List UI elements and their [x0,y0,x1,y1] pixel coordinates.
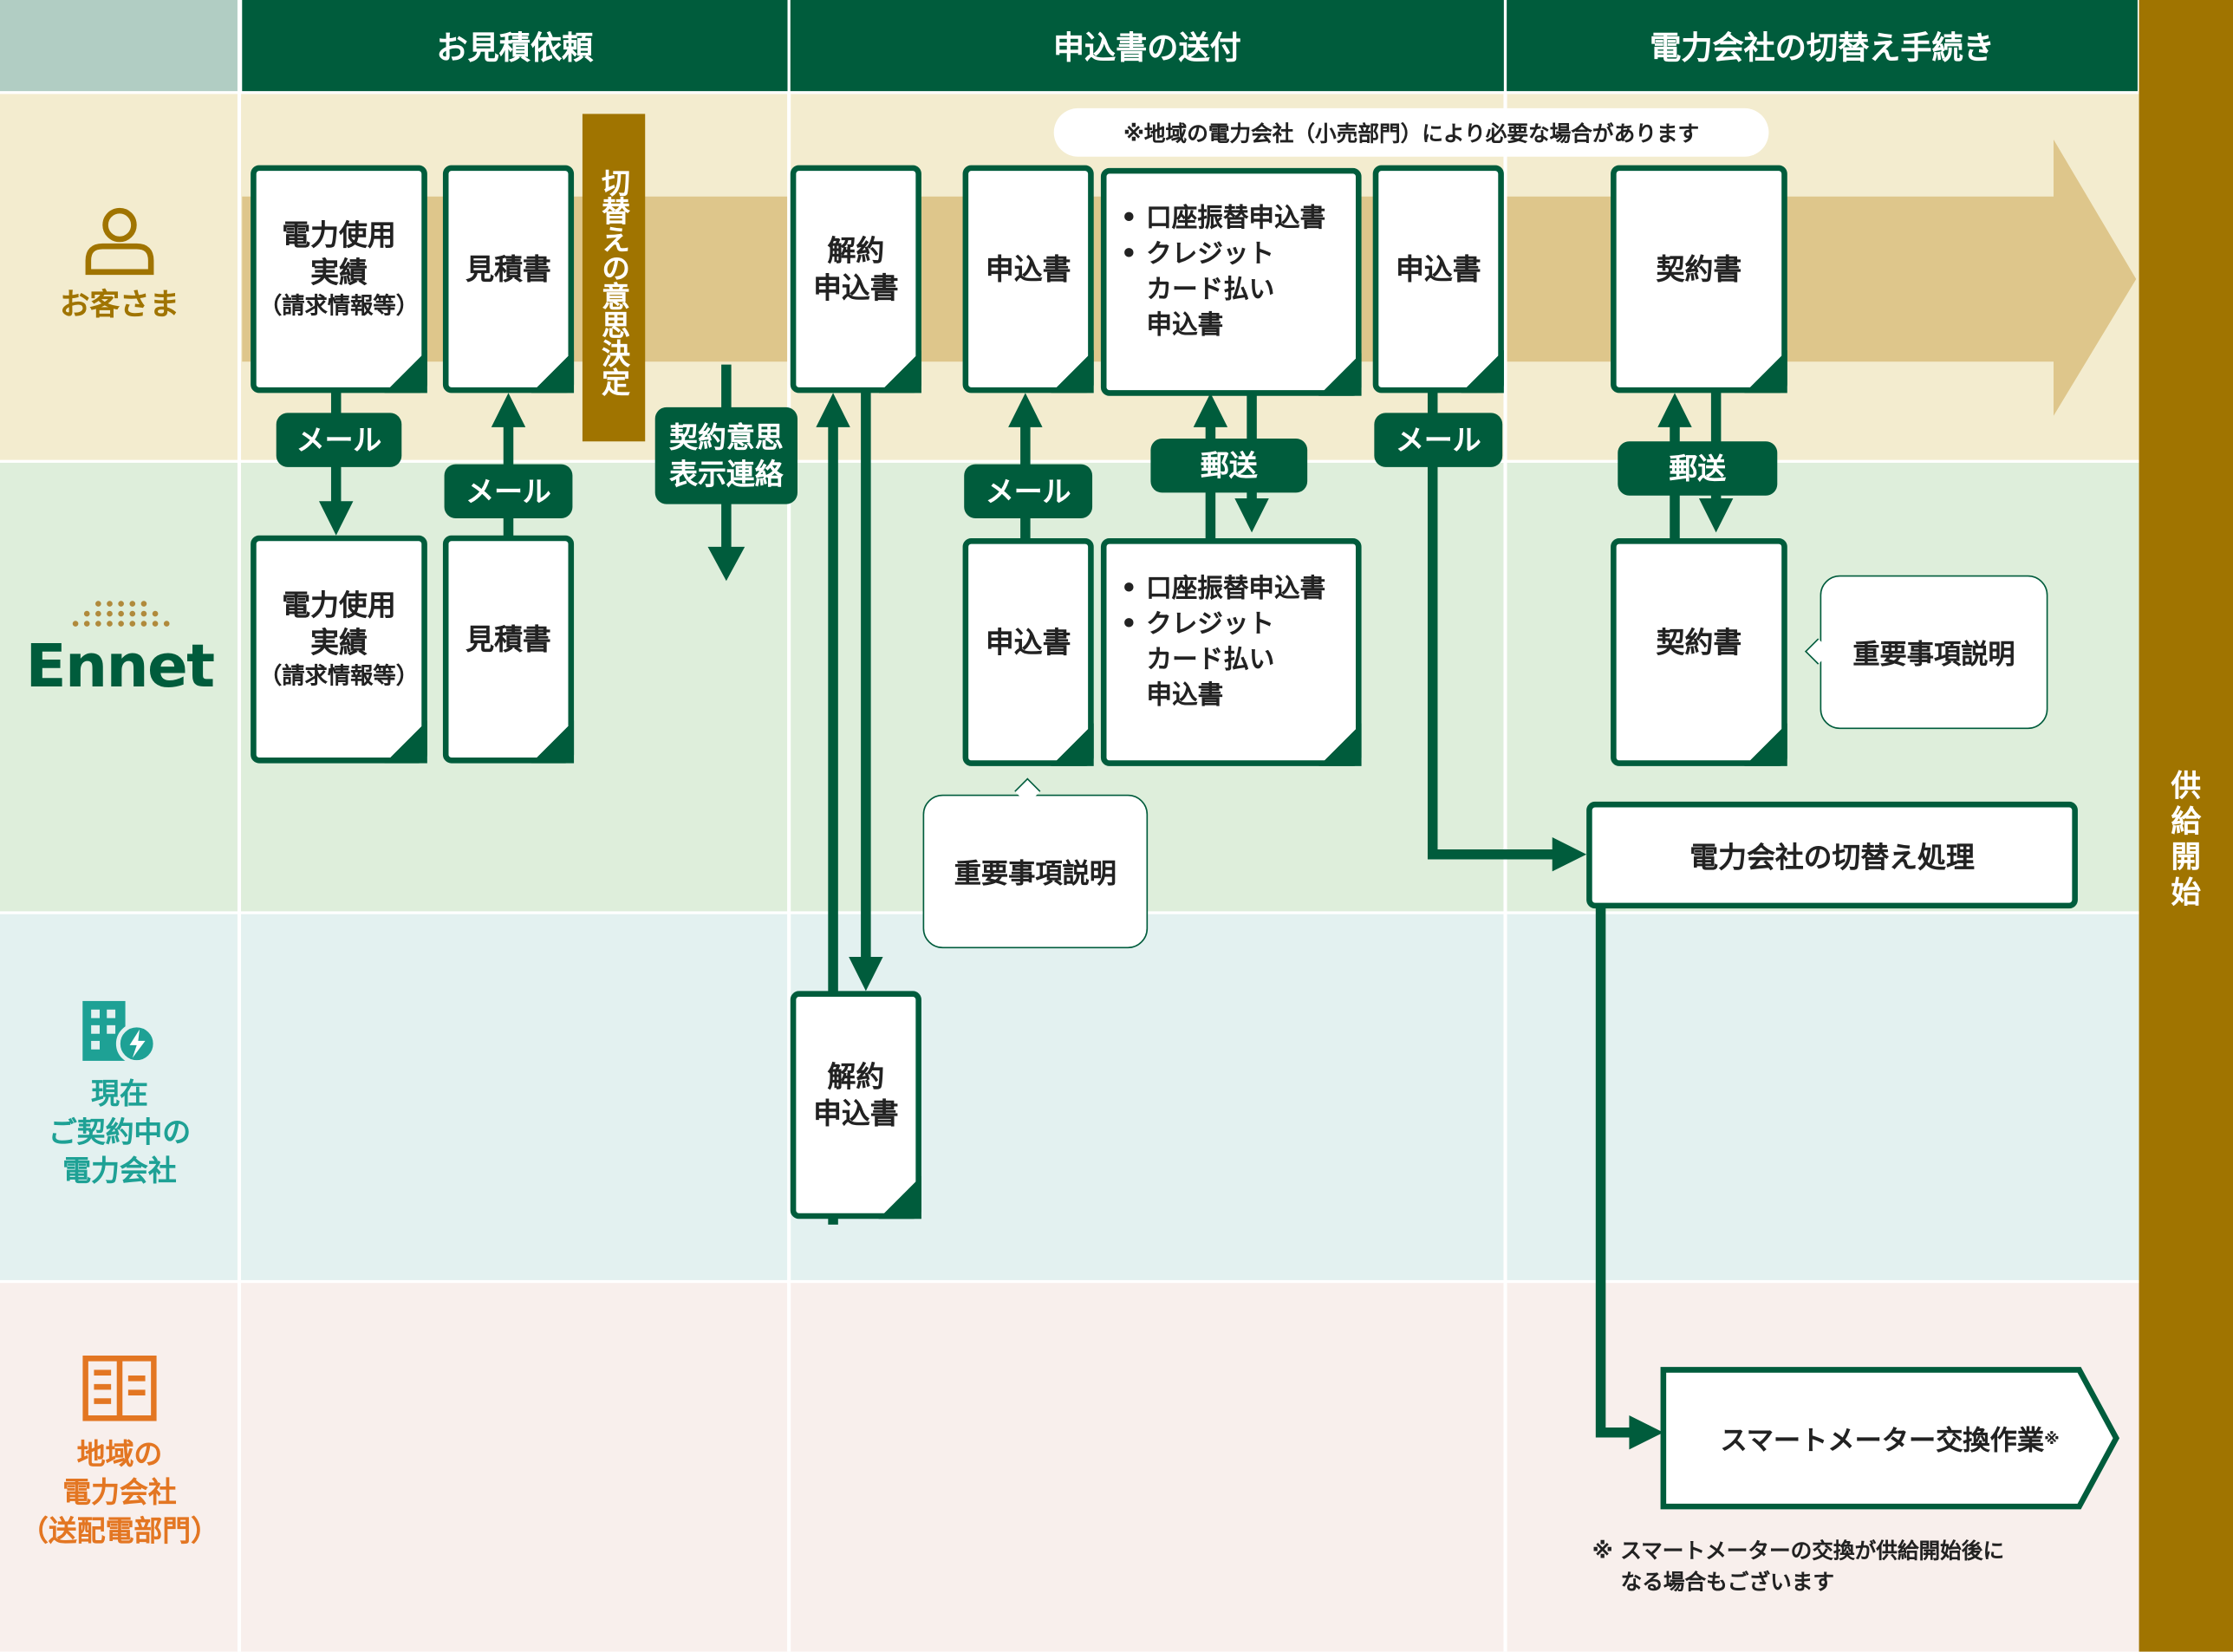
mail-label-1: メール [276,413,402,467]
post-label-2: 郵送 [1618,441,1778,496]
cancel-application-doc-customer: 解約申込書 [790,165,921,393]
cancel-application-doc-current: 解約申込書 [790,991,921,1219]
supply-start-bar [2139,0,2233,1652]
contract-doc-customer: 契約書 [1611,165,1787,393]
phase-header-application: 申込書の送付 [790,0,1504,92]
application-doc-ennet: 申込書 [962,537,1094,766]
application-doc-customer-2: 申込書 [1372,165,1504,393]
mail-label-3: メール [964,464,1093,518]
meter-work-shape [1660,1367,2120,1510]
decision-bar: 切替えの意思決定 [582,114,646,442]
lane-label-ennet: Ennet [0,591,239,705]
bottom-note: ※ スマートメーターの交換が供給開始後に なる場合もございます [1592,1538,2005,1595]
lane-label-customer: お客さま [0,185,239,342]
important-matters-bubble-2: 重要事項説明 [1820,575,2048,730]
top-note: ※地域の電力会社（小売部門）により必要な場合があります [1053,107,1769,157]
ennet-logo-text: Ennet [25,630,216,701]
building-icon [82,1355,157,1421]
ennet-dots-icon [72,601,170,627]
lane-label-regional-company: 地域の 電力会社 （送配電部門） [0,1345,239,1558]
mail-label-2: メール [444,464,573,518]
label-column-header [0,0,239,92]
usage-record-doc-ennet: 電力使用実績（請求情報等） [251,535,427,764]
estimate-doc-customer: 見積書 [442,165,575,393]
payment-application-doc-ennet: • 口座振替申込書 • クレジット カード払い 申込書 [1100,537,1362,766]
lane-current-company [0,914,2139,1280]
payment-application-doc-customer: • 口座振替申込書 • クレジット カード払い 申込書 [1100,167,1362,396]
application-doc-customer-1: 申込書 [962,165,1094,393]
supply-start-label: 供給開始 [2171,769,2202,910]
lane-label-current-company: 現在 ご契約中の 電力会社 [0,979,239,1207]
estimate-doc-ennet: 見積書 [442,535,575,764]
important-matters-bubble-1: 重要事項説明 [922,794,1149,949]
switch-process-box: 電力会社の切替え処理 [1586,801,2078,909]
intent-notice-label: 契約意思表示連絡 [654,406,798,504]
phase-header-estimate: お見積依頼 [242,0,788,92]
contract-doc-ennet: 契約書 [1611,537,1787,766]
post-label-1: 郵送 [1150,438,1308,493]
usage-record-doc-customer: 電力使用実績（請求情報等） [251,165,427,393]
mail-label-4: メール [1374,413,1503,467]
phase-header-switch: 電力会社の切替え手続き [1507,0,2138,92]
person-icon [85,207,154,275]
building-bolt-icon [82,1000,158,1063]
meter-work-label: スマートメーター交換作業※ [1720,1424,2060,1456]
